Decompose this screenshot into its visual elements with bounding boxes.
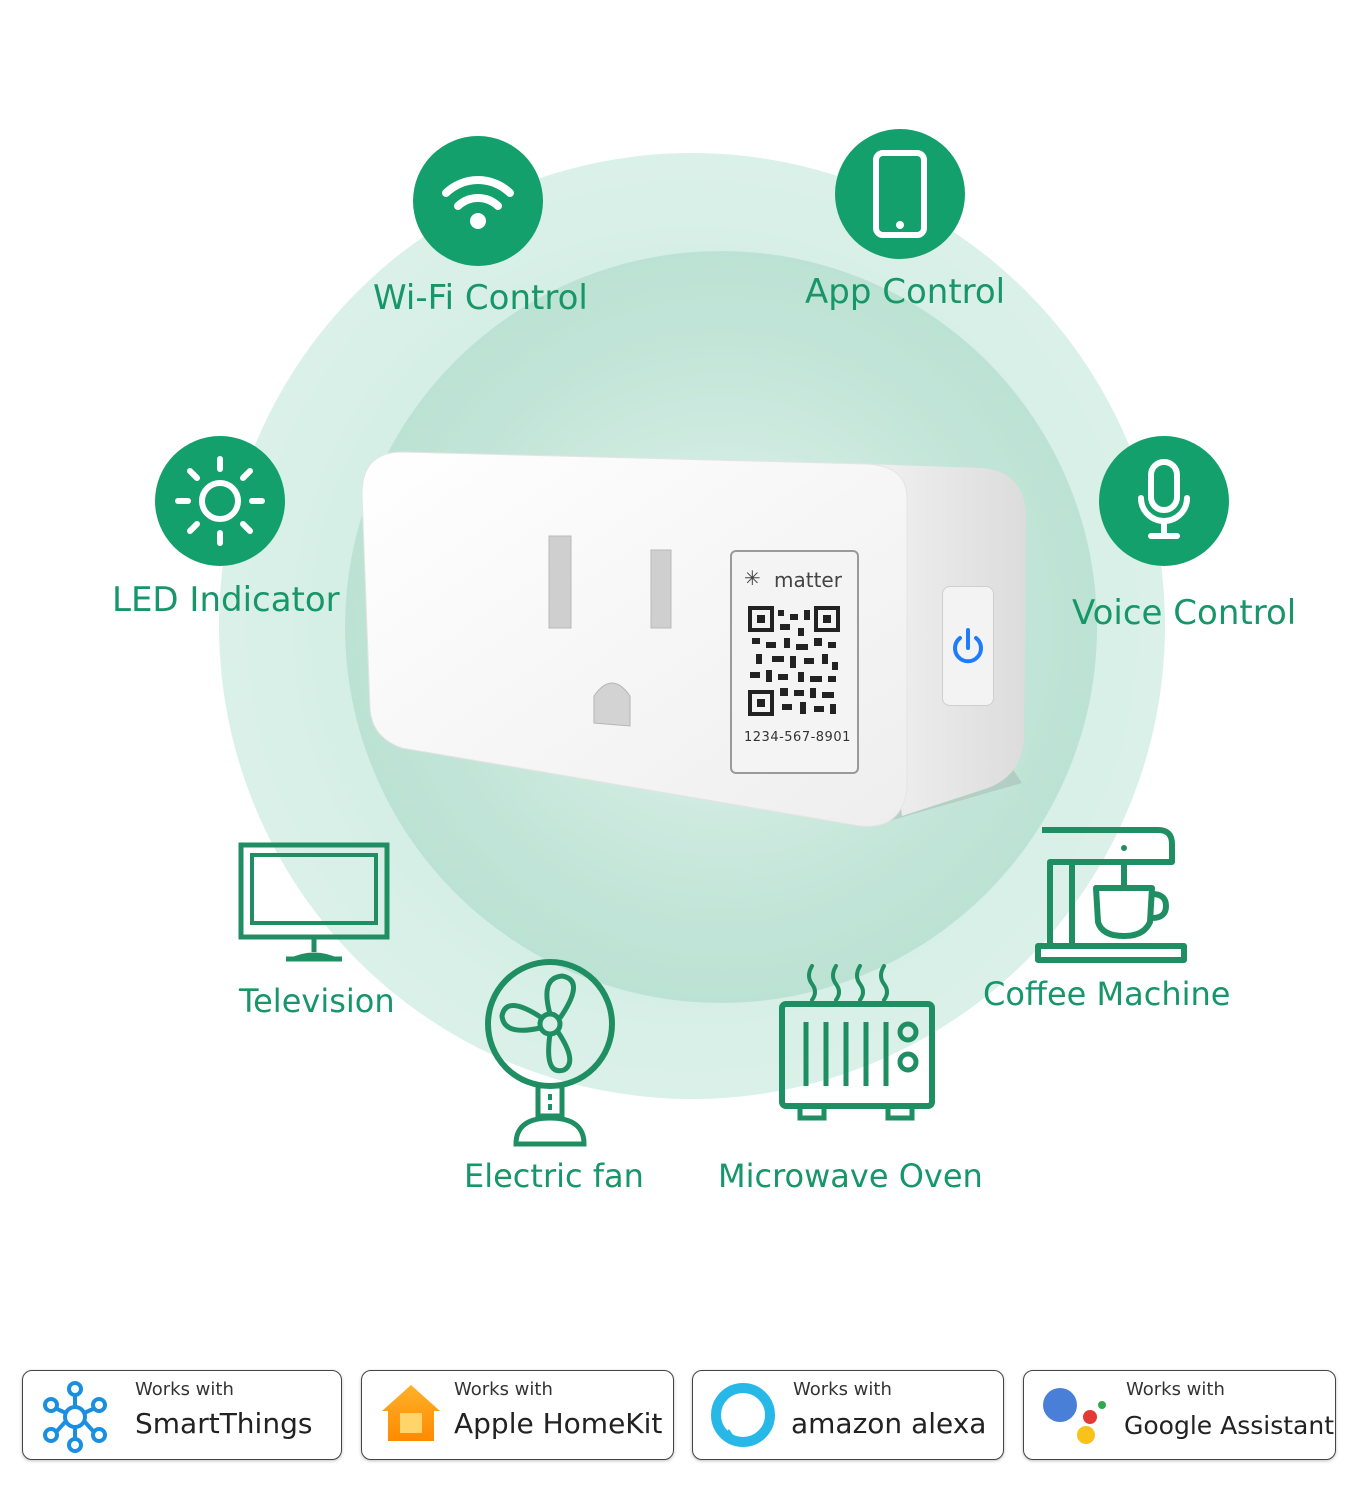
badge-small-text: Works with (454, 1379, 553, 1400)
microphone-icon (1099, 436, 1229, 566)
smartthings-icon (37, 1381, 113, 1457)
power-button[interactable] (942, 586, 994, 706)
badge-small-text: Works with (135, 1379, 234, 1400)
badge-homekit: Works with Apple HomeKit (361, 1370, 674, 1460)
google-assistant-icon (1040, 1383, 1110, 1453)
appliance-label-fan: Electric fan (464, 1157, 644, 1195)
setup-code: 1234-567-8901 (744, 730, 851, 745)
appliance-label-tv: Television (239, 982, 395, 1020)
sun-icon (155, 436, 285, 566)
microwave-oven-icon (778, 962, 936, 1126)
qr-code (748, 606, 840, 718)
feature-label-voice: Voice Control (1072, 593, 1297, 633)
appliance-label-microwave: Microwave Oven (718, 1157, 983, 1195)
feature-label-wifi: Wi-Fi Control (373, 278, 588, 318)
homekit-icon (380, 1383, 442, 1449)
badge-smartthings: Works with SmartThings (22, 1370, 342, 1460)
badge-alexa: Works with amazon alexa (692, 1370, 1004, 1460)
badge-small-text: Works with (793, 1379, 892, 1400)
alexa-icon (709, 1381, 777, 1453)
fan-icon (482, 958, 618, 1152)
matter-logo-icon: ✳ (744, 566, 761, 590)
smart-plug-device (361, 438, 1030, 830)
matter-brand-text: matter (774, 568, 842, 592)
badge-big-text: SmartThings (135, 1407, 313, 1440)
badge-big-text: Apple HomeKit (454, 1407, 663, 1440)
badge-google: Works with Google Assistant (1023, 1370, 1336, 1460)
feature-label-app: App Control (805, 272, 1006, 312)
power-icon (953, 628, 983, 664)
wifi-icon (413, 136, 543, 266)
badge-big-text: amazon alexa (791, 1407, 987, 1440)
feature-label-led: LED Indicator (112, 580, 340, 620)
coffee-machine-icon (1032, 826, 1188, 972)
smartphone-icon (835, 129, 965, 259)
badge-small-text: Works with (1126, 1379, 1225, 1400)
badge-big-text: Google Assistant (1124, 1411, 1334, 1440)
appliance-label-coffee: Coffee Machine (983, 975, 1231, 1013)
television-icon (238, 842, 390, 966)
matter-label: ✳ matter 1234-567-8901 (730, 550, 859, 774)
